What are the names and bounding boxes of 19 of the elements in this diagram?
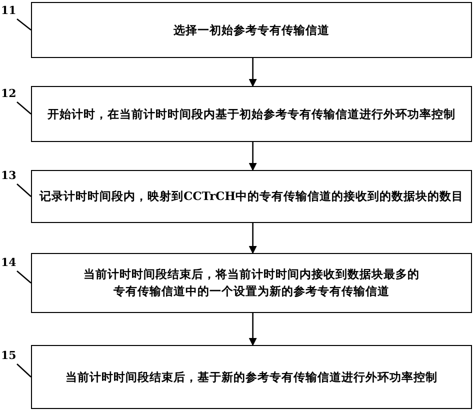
arrow [248,58,257,87]
step-number: 12 [1,88,17,100]
step-number: 11 [1,5,17,17]
leader-line [16,18,32,31]
arrow [248,223,257,254]
arrow [248,142,257,171]
process-box: 当前计时时间段结束后，将当前计时时间内接收到数据块最多的专有传输信道中的一个设置为新的参考专有传输信道 [31,253,472,313]
leader-line [16,270,32,284]
step-number: 13 [1,170,17,182]
step-number: 15 [1,350,17,362]
process-box: 开始计时，在当前计时时间段内基于初始参考专有传输信道进行外环功率控制 [31,86,472,142]
leader-line [16,184,32,197]
leader-line [16,364,32,378]
step-number: 14 [1,257,17,269]
arrow [248,313,257,346]
process-box: 当前计时时间段结束后，基于新的参考专有传输信道进行外环功率控制 [31,345,472,409]
process-box: 选择一初始参考专有传输信道 [31,2,472,58]
process-box: 记录计时时间段内，映射到CCTrCH中的专有传输信道的接收到的数据块的数目 [31,170,472,223]
leader-line [16,102,32,114]
